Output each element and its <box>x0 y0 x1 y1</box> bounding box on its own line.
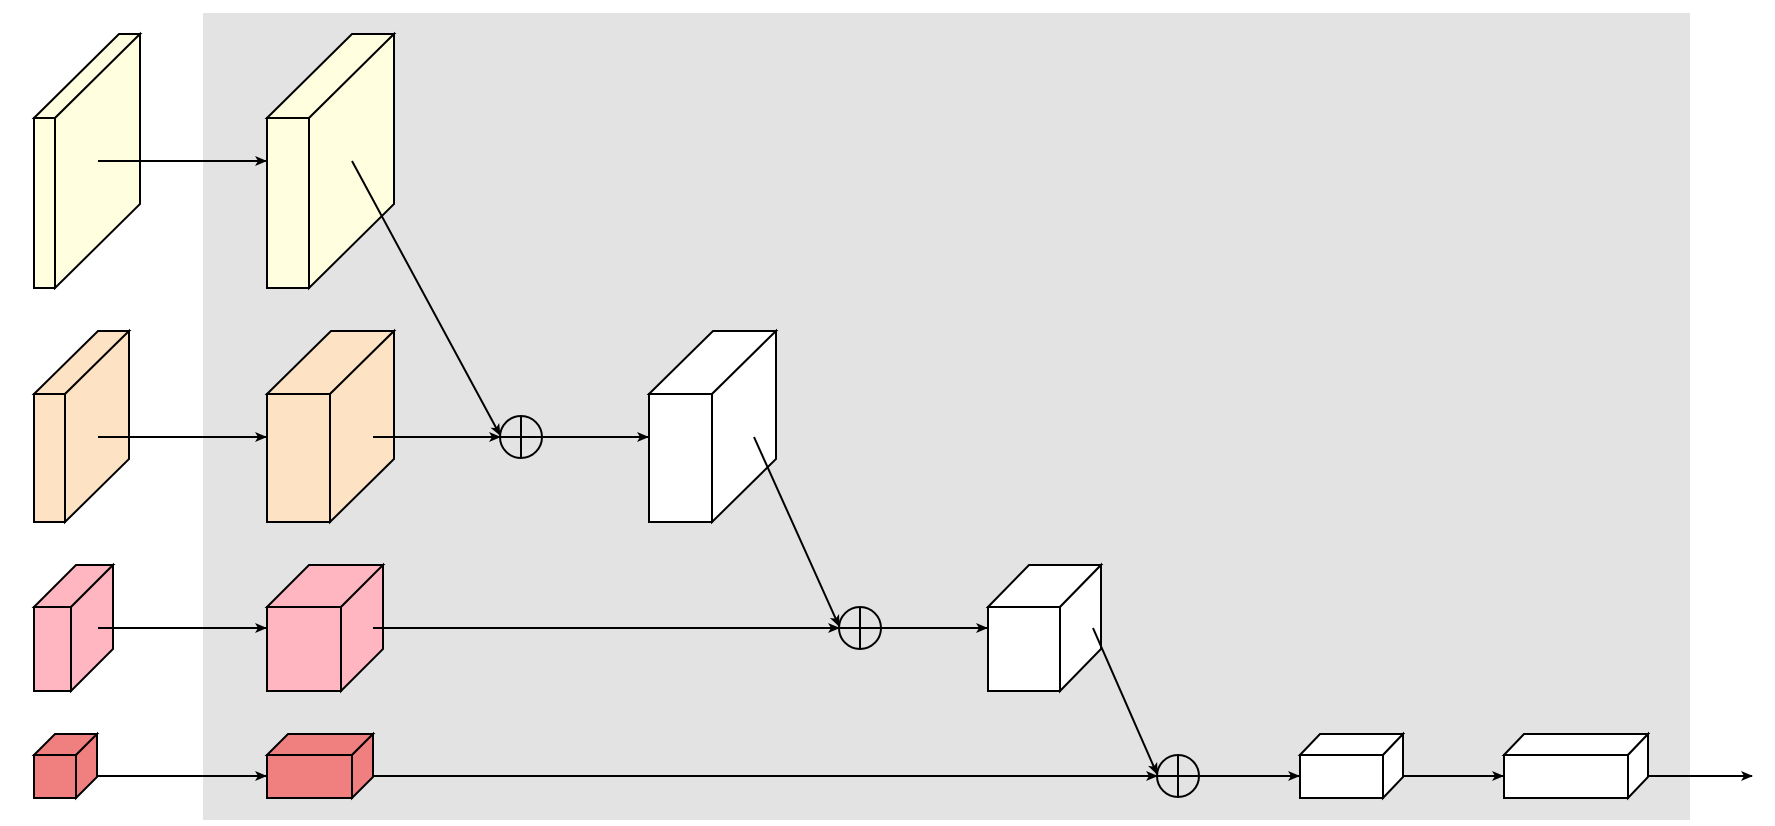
merged-block-3 <box>1297 731 1406 801</box>
processing-panel <box>203 13 1690 820</box>
level-4-feature-block <box>264 731 376 801</box>
level-1-feature-block <box>264 31 397 291</box>
arrow-merged-2-to-sum-3 <box>1092 627 1158 775</box>
level-3-feature-block <box>264 562 386 694</box>
level-2-feature-block <box>264 328 397 525</box>
arrow-merged-1-to-sum-2 <box>753 436 840 627</box>
arrow-level-1-to-sum-1 <box>351 160 501 436</box>
level-2-input-block <box>31 328 132 525</box>
sum-node-1-circled-plus-icon <box>499 415 543 459</box>
merged-block-1 <box>646 328 779 525</box>
output-block <box>1501 731 1651 801</box>
merged-block-2 <box>985 562 1104 694</box>
level-3-input-block <box>31 562 116 694</box>
sum-node-3-circled-plus-icon <box>1156 754 1200 798</box>
level-1-input-block <box>31 31 143 291</box>
sum-node-2-circled-plus-icon <box>838 606 882 650</box>
level-4-input-block <box>31 731 100 801</box>
